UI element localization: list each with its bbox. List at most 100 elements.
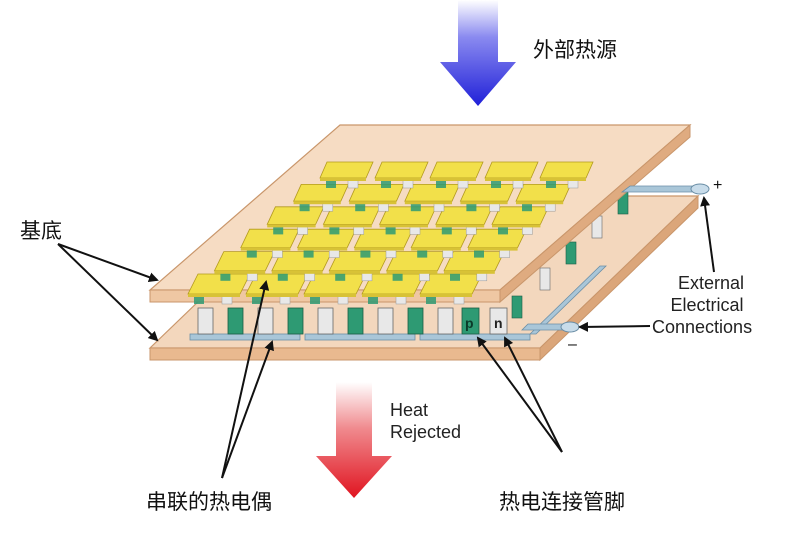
leg-p	[385, 224, 396, 235]
leg-p	[410, 201, 421, 212]
conductor-pad-edge	[362, 294, 414, 297]
conductor-pad-edge	[540, 178, 586, 181]
conductor-pad	[459, 183, 516, 202]
leg-p	[441, 224, 452, 235]
series-thermocouples-label: 串联的热电偶	[146, 490, 272, 514]
leg-p	[326, 178, 336, 188]
leg-p	[360, 247, 371, 258]
conductor-pad-edge	[214, 270, 266, 274]
leg-p	[522, 201, 532, 212]
conductor-pad-edge	[435, 224, 485, 228]
leg-p	[252, 294, 262, 304]
conductor-pad-edge	[386, 270, 438, 274]
substrate-pointer-top	[57, 243, 159, 282]
conductor-pad-edge	[516, 201, 564, 205]
conductor-pad-edge	[375, 178, 421, 181]
conductor-pad	[292, 183, 350, 202]
thermocouple-pointer-1	[221, 280, 270, 479]
leg-p	[355, 201, 366, 212]
heat-rejected-line1: Heat	[390, 400, 429, 420]
conductor-pad-edge	[468, 247, 518, 251]
conductor-pad-edge	[379, 224, 428, 228]
conductor-pad-edge	[320, 178, 366, 181]
leg-p	[498, 224, 508, 235]
conductor-pad-edge	[304, 294, 356, 297]
conductor-pad-edge	[444, 270, 495, 274]
side-legs	[511, 191, 629, 319]
conductor-pad-grid	[187, 161, 594, 305]
conductor-pad-edge	[354, 247, 404, 251]
external-pointer-top	[700, 196, 715, 273]
external-connections-line2: Electrical	[670, 295, 744, 315]
leg-p	[220, 270, 231, 281]
conductor-pad	[484, 161, 539, 179]
conductor-pad-edge	[240, 247, 291, 251]
leg-p	[450, 270, 460, 281]
external-pointer-bottom	[578, 321, 651, 332]
conductor-pad-edge	[460, 201, 508, 205]
conductor-pad-edge	[246, 294, 298, 297]
p-leg-label: p	[465, 315, 474, 331]
conductor-pad-edge	[297, 247, 348, 251]
thermocouple-pointer-2	[221, 340, 274, 479]
heat-source-arrow	[440, 0, 516, 106]
conductor-pad	[374, 161, 429, 179]
heat-rejected-line2: Rejected	[390, 422, 462, 442]
conductor-pad-edge	[293, 201, 341, 205]
plus-terminal-label: +	[713, 177, 723, 194]
leg-pointer-p	[476, 336, 563, 453]
conductor-pad-edge	[411, 247, 461, 251]
leg-p	[417, 247, 428, 258]
conductor-pad-edge	[323, 224, 372, 228]
conductor-pad	[467, 228, 528, 249]
leg-p	[277, 270, 288, 281]
leg-p	[491, 178, 501, 188]
conductor-pad-edge	[404, 201, 452, 205]
leg-p	[368, 294, 378, 304]
conductor-pad	[429, 161, 484, 179]
leg-p	[329, 224, 340, 235]
leg-p	[392, 270, 403, 281]
leg-p	[303, 247, 314, 258]
heat-rejected-arrow	[316, 382, 392, 498]
conductor-pad	[491, 206, 550, 225]
conductor-pad-edge	[492, 224, 541, 228]
conductor-pad	[213, 251, 276, 272]
conductor-pad-edge	[329, 270, 380, 274]
leg-pointer-n	[504, 336, 563, 453]
leg-p	[335, 270, 346, 281]
external-connections-label: External Electrical Connections	[652, 272, 752, 338]
leg-p	[381, 178, 391, 188]
minus-terminal-label: –	[568, 336, 577, 353]
conductor-pad-edge	[271, 270, 323, 274]
thermoelectric-legs-row	[197, 307, 508, 335]
leg-p	[310, 294, 320, 304]
leg-p	[273, 224, 284, 235]
conductor-pad	[435, 206, 494, 225]
leg-p	[426, 294, 436, 304]
external-connections-line3: Connections	[652, 317, 753, 337]
leg-p	[246, 247, 257, 258]
substrate-label: 基底	[20, 219, 62, 243]
conductor-pad-edge	[267, 224, 316, 228]
n-leg-label: n	[494, 315, 503, 331]
conductor-pad-edge	[188, 294, 240, 297]
conductor-pad	[515, 183, 572, 202]
conductor-pad-edge	[349, 201, 397, 205]
conductor-pad-edge	[485, 178, 531, 181]
leg-p	[194, 294, 204, 304]
conductor-pad	[539, 161, 594, 179]
conductor-pad	[187, 273, 251, 295]
substrate-pointer-bottom	[57, 243, 159, 342]
conductor-pad	[319, 161, 374, 179]
heat-rejected-label: Heat Rejected	[390, 399, 461, 443]
leg-p	[474, 247, 484, 258]
conductor-pad	[266, 206, 325, 225]
leg-p	[546, 178, 556, 188]
heat-source-label: 外部热源	[533, 38, 617, 62]
leg-p	[436, 178, 446, 188]
conductor-pad	[240, 228, 300, 249]
leg-p	[299, 201, 310, 212]
